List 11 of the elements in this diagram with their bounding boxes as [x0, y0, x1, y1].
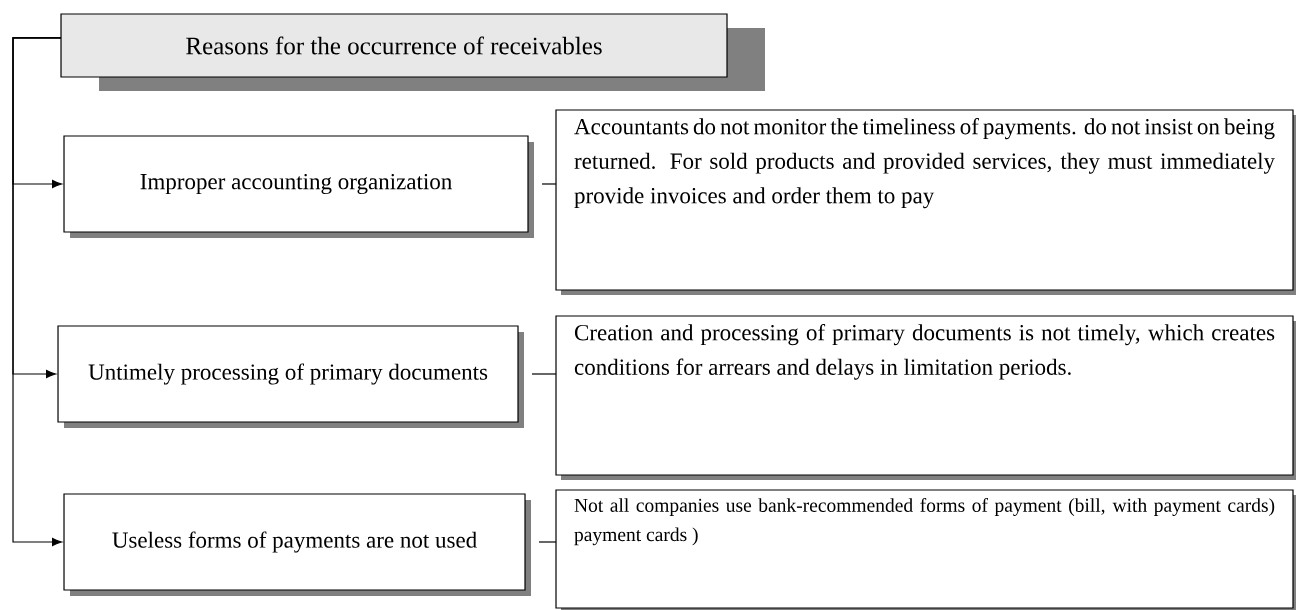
cause-box: Useless forms of payments are not used	[63, 493, 531, 596]
connector-line	[531, 373, 557, 375]
connector-line	[538, 541, 557, 543]
explanation-box: Creation and processing of primary documents is not timely, which creates conditions for arrears and delays in limitation periods.	[555, 315, 1296, 480]
cause-box: Improper accounting organization	[63, 135, 534, 238]
explanation-box: Accountants do not monitor the timeliness of payments. do not insist on being returned. For sold products and provided services, they must immediately provide invoices and order them to pay	[555, 109, 1296, 295]
title-box: Reasons for the occurrence of receivables	[60, 13, 765, 91]
cause-box: Untimely processing of primary documents	[57, 325, 524, 428]
connector-line	[541, 183, 557, 185]
connector-arrow	[12, 37, 63, 547]
explanation-box: Not all companies use bank-recommended forms of payment (bill, with payment cards) payment cards )	[555, 489, 1296, 610]
